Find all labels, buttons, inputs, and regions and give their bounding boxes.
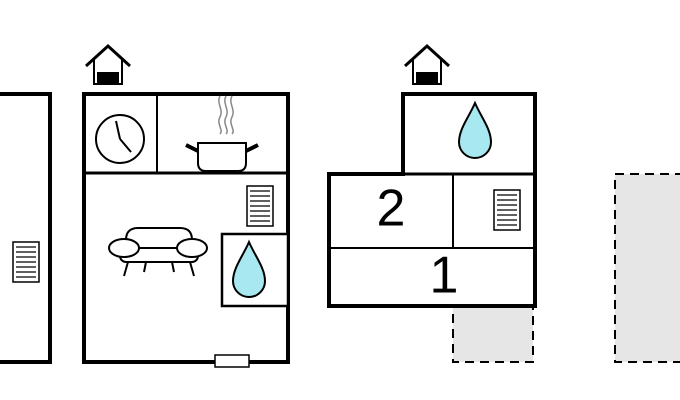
room-number-1: 1 xyxy=(430,247,459,305)
outdoor-terrace xyxy=(452,305,534,363)
radiator-icon xyxy=(12,241,40,283)
building-right: 2 1 xyxy=(327,43,537,363)
building-left-partial xyxy=(0,92,52,364)
radiator-icon xyxy=(246,185,274,227)
building-left-walls xyxy=(0,92,52,364)
house-entrance-icon xyxy=(84,43,132,85)
house-entrance-icon xyxy=(403,43,451,85)
radiator-icon xyxy=(493,189,521,231)
building-main xyxy=(82,43,290,368)
water-drop-icon xyxy=(231,239,267,298)
cooking-pot-icon xyxy=(185,95,259,172)
outdoor-area-partial xyxy=(614,173,680,363)
clock-icon xyxy=(95,114,145,164)
water-drop-icon xyxy=(457,100,493,159)
sofa-icon xyxy=(108,227,208,277)
room-number-2: 2 xyxy=(377,180,406,238)
entrance-door xyxy=(214,354,250,368)
